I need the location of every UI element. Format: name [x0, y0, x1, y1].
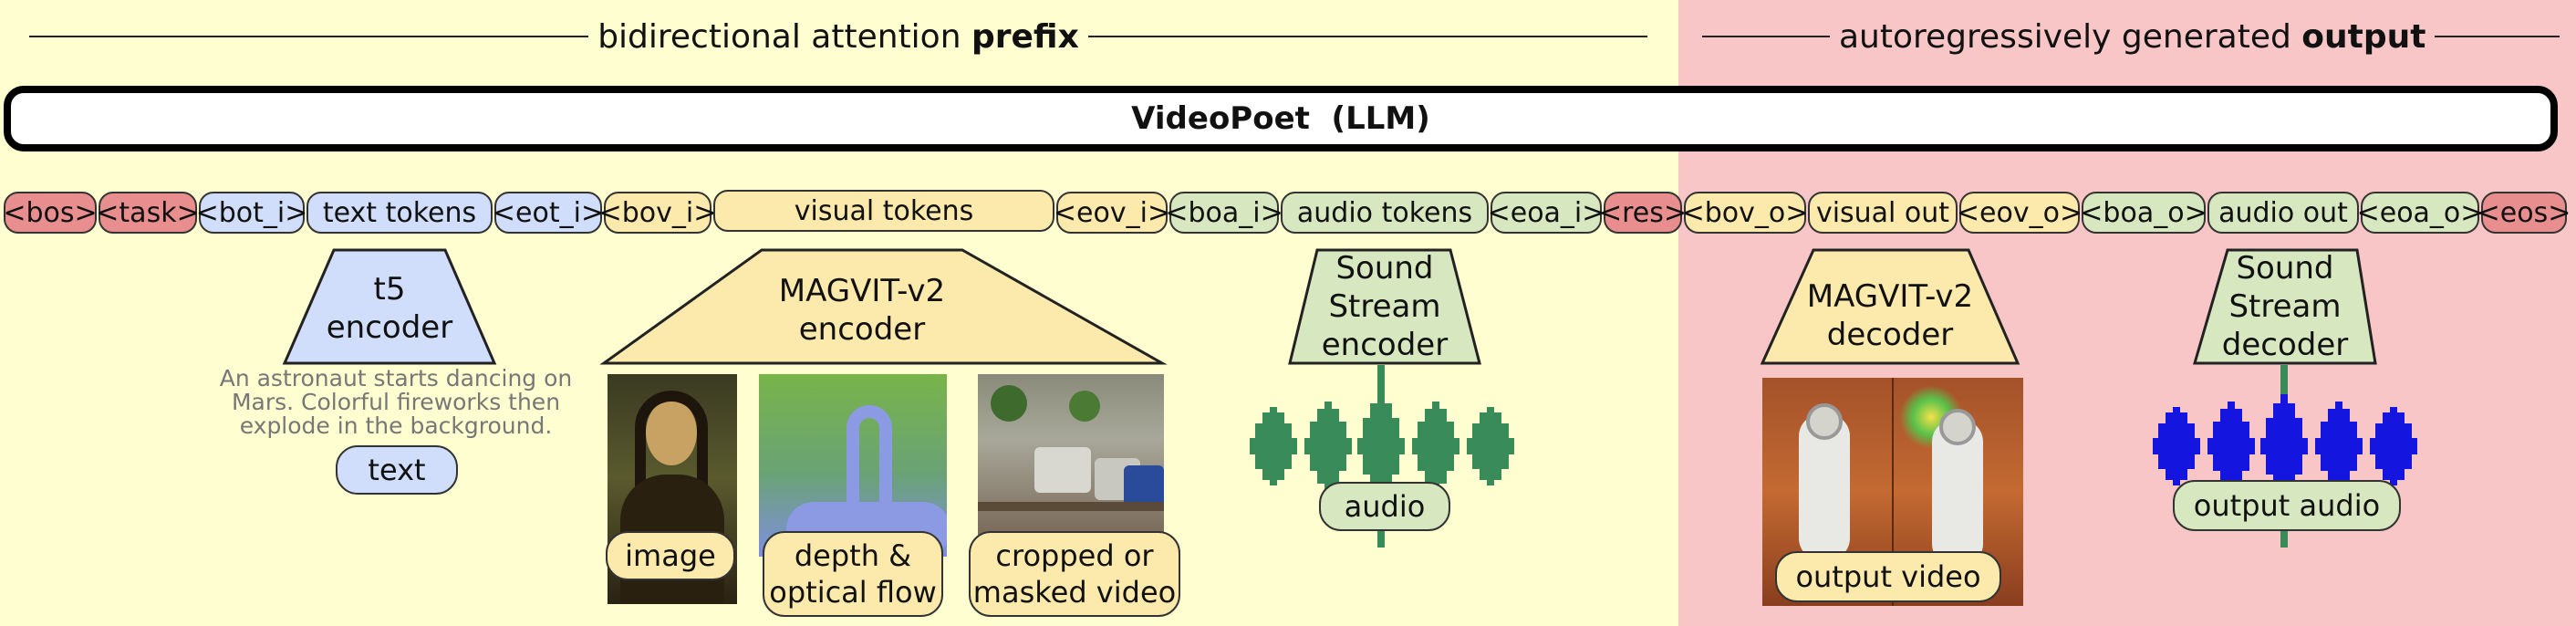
token-eov-i: <eov_i>	[1054, 192, 1170, 234]
token-eoa-i: <eoa_i>	[1488, 192, 1605, 234]
header-rule	[29, 36, 589, 37]
token-audio-tokens: audio tokens	[1281, 192, 1489, 234]
token-bov-i: <bov_i>	[599, 192, 716, 234]
token-audio-out: audio out	[2207, 192, 2359, 234]
t5-encoder-shape	[282, 248, 497, 365]
image-label: image	[606, 531, 735, 580]
output-header-label: autoregressively generated output	[1839, 17, 2426, 56]
header-rule	[2435, 36, 2560, 37]
train-car	[1034, 447, 1091, 493]
token-boa-i: <boa_i>	[1165, 192, 1283, 234]
text-prompt-caption: An astronaut starts dancing on Mars. Col…	[219, 365, 573, 439]
token-eov-o: <eov_o>	[1957, 192, 2083, 234]
token-task: <task>	[96, 192, 200, 234]
token-eos: <eos>	[2477, 192, 2571, 234]
cropped-video-thumbnail	[978, 374, 1164, 535]
soundstream-decoder-shape	[2193, 248, 2377, 365]
audio-waveform	[1250, 365, 1514, 548]
track	[978, 502, 1164, 511]
header-rule	[1087, 36, 1648, 37]
text-label: text	[336, 445, 458, 495]
token-text-tokens: text tokens	[306, 192, 493, 234]
token-visual-tokens: visual tokens	[713, 190, 1054, 232]
train-engine	[1124, 465, 1164, 507]
t5-encoder-label: t5 encoder	[326, 271, 453, 346]
magvit-decoder-label: MAGVIT-v2 decoder	[1806, 278, 1974, 353]
token-eoa-o: <eoa_o>	[2357, 192, 2483, 234]
depth-flow-thumbnail	[759, 374, 947, 557]
depth-flow-label: depth & optical flow	[763, 531, 943, 617]
token-bos: <bos>	[3, 192, 98, 234]
cropped-video-label: cropped or masked video	[969, 531, 1180, 617]
token-bot-i: <bot_i>	[196, 192, 307, 234]
header-rule	[1702, 36, 1830, 37]
astronaut-helmet	[1806, 403, 1843, 440]
llm-label: VideoPoet (LLM)	[1131, 100, 1430, 137]
audio-label: audio	[1319, 482, 1450, 531]
soundstream-encoder-label: Sound Stream encoder	[1321, 250, 1449, 363]
tree	[1069, 391, 1100, 422]
magvit-encoder-shape	[599, 248, 1168, 365]
soundstream-encoder-shape	[1288, 248, 1481, 365]
token-res: <res>	[1599, 192, 1687, 234]
prefix-header: bidirectional attention prefix	[29, 11, 1648, 62]
magvit-encoder-label: MAGVIT-v2 encoder	[778, 273, 946, 348]
output-audio-waveform	[2153, 365, 2417, 548]
token-bov-o: <bov_o>	[1682, 192, 1808, 234]
output-video-label: output video	[1775, 551, 2001, 602]
tree	[991, 385, 1027, 422]
token-visual-out: visual out	[1808, 192, 1958, 234]
output-header: autoregressively generated output	[1702, 11, 2560, 62]
output-audio-label: output audio	[2173, 480, 2401, 531]
frame-divider	[1892, 378, 1894, 606]
magvit-decoder-shape	[1760, 248, 2020, 365]
astronaut-helmet	[1939, 409, 1976, 445]
token-boa-o: <boa_o>	[2080, 192, 2207, 234]
prefix-header-label: bidirectional attention prefix	[597, 17, 1079, 56]
soundstream-decoder-label: Sound Stream decoder	[2221, 250, 2349, 363]
llm-box: VideoPoet (LLM)	[4, 86, 2558, 151]
token-eot-i: <eot_i>	[493, 192, 604, 234]
